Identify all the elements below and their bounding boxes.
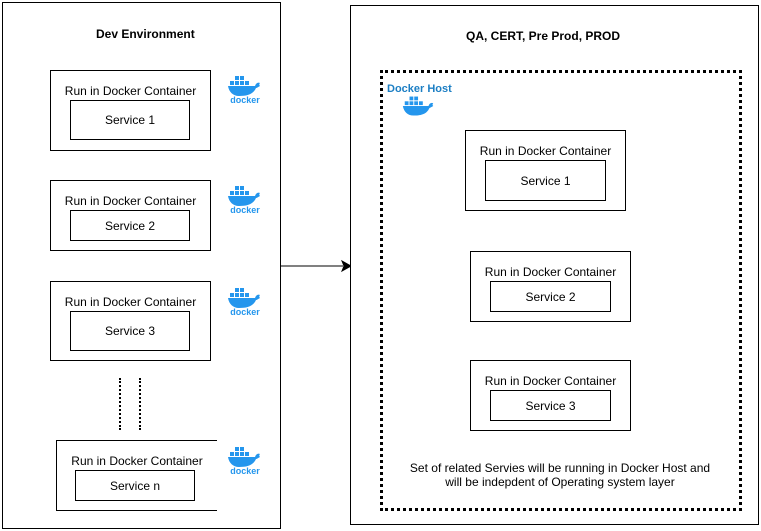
dev-service-3: Service 3 [70,311,190,351]
docker-host-note: Set of related Servies will be running i… [390,461,730,489]
container-label: Run in Docker Container [484,265,617,279]
prod-environments-title: QA, CERT, Pre Prod, PROD [466,29,621,43]
container-label: Run in Docker Container [71,454,203,468]
docker-whale-icon: docker [225,282,265,316]
host-service-3: Service 3 [490,390,611,421]
arrow-right-icon [281,259,353,273]
container-label: Run in Docker Container [64,194,197,208]
dev-service-n: Service n [75,470,195,501]
svg-text:docker: docker [230,205,260,214]
dev-service-2: Service 2 [70,210,190,241]
docker-whale-icon: docker [225,180,265,214]
container-label: Run in Docker Container [64,84,197,98]
docker-host-label: Docker Host [387,83,452,95]
ellipsis-dots-right [139,378,141,430]
container-label: Run in Docker Container [484,374,617,388]
docker-whale-icon: docker [225,70,265,104]
host-service-2: Service 2 [490,281,611,312]
svg-text:docker: docker [230,466,260,475]
ellipsis-dots-left [119,378,121,430]
note-line-2: will be indepdent of Operating system la… [445,475,675,489]
docker-whale-icon: docker [225,441,265,475]
container-label: Run in Docker Container [64,295,197,309]
svg-text:docker: docker [230,307,260,316]
docker-whale-icon [400,94,438,125]
docker-host-boundary [380,70,742,511]
host-service-1: Service 1 [485,160,606,201]
dev-service-1: Service 1 [70,100,190,140]
note-line-1: Set of related Servies will be running i… [409,461,711,475]
svg-text:docker: docker [230,95,260,104]
container-label: Run in Docker Container [479,144,612,158]
dev-environment-title: Dev Environment [96,27,195,41]
